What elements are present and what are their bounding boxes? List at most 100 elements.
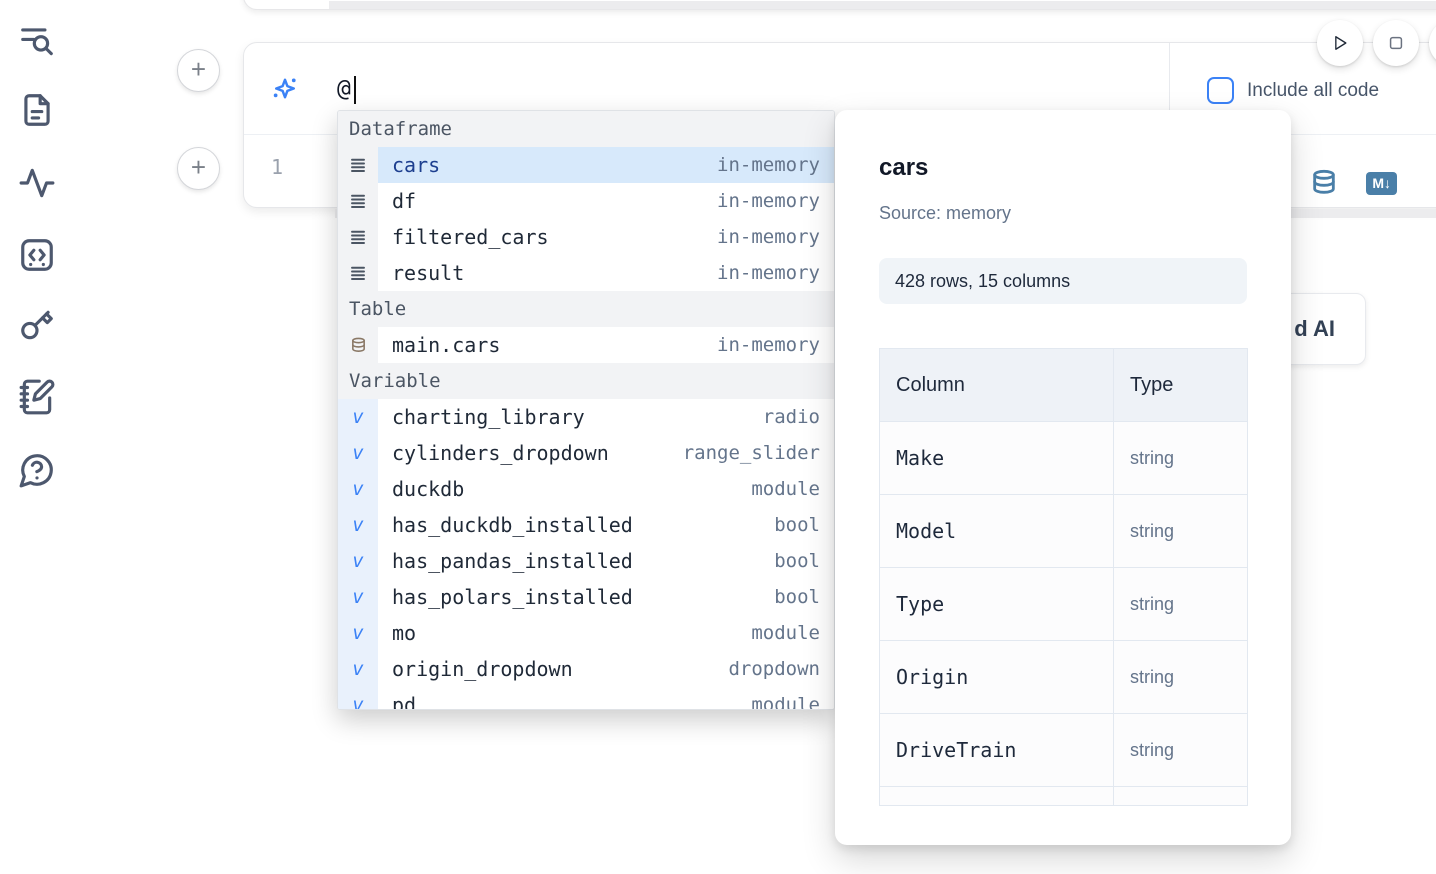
autocomplete-item[interactable]: result in-memory bbox=[338, 255, 834, 291]
preview-source: Source: memory bbox=[879, 203, 1012, 223]
variable-icon: v bbox=[338, 615, 378, 651]
file-icon[interactable] bbox=[18, 91, 56, 129]
variable-icon: v bbox=[338, 507, 378, 543]
stop-button[interactable] bbox=[1373, 20, 1419, 66]
column-type: string bbox=[1113, 494, 1248, 568]
item-name: origin_dropdown bbox=[392, 657, 573, 681]
item-name: filtered_cars bbox=[392, 225, 549, 249]
run-cell-button[interactable] bbox=[1317, 20, 1363, 66]
autocomplete-item-clipped[interactable]: v pd module bbox=[338, 687, 834, 710]
schema-row: Type string bbox=[879, 567, 1248, 641]
ai-sparkle-icon bbox=[270, 76, 300, 106]
rows-icon bbox=[338, 147, 378, 183]
column-name: DriveTrain bbox=[879, 713, 1114, 787]
item-name: has_duckdb_installed bbox=[392, 513, 633, 537]
autocomplete-item[interactable]: cars in-memory bbox=[338, 147, 834, 183]
secrets-key-icon[interactable] bbox=[18, 306, 56, 344]
include-all-code-checkbox[interactable] bbox=[1207, 77, 1234, 104]
item-type: module bbox=[751, 622, 820, 644]
autocomplete-item[interactable]: filtered_cars in-memory bbox=[338, 219, 834, 255]
column-name: Type bbox=[879, 567, 1114, 641]
item-type: bool bbox=[774, 550, 820, 572]
markdown-icon[interactable]: M↓ bbox=[1366, 171, 1397, 195]
autocomplete-item[interactable]: v has_pandas_installed bool bbox=[338, 543, 834, 579]
item-type: in-memory bbox=[717, 154, 820, 176]
column-type: string bbox=[1113, 713, 1248, 787]
item-name: cylinders_dropdown bbox=[392, 441, 609, 465]
item-type: dropdown bbox=[728, 658, 820, 680]
autocomplete-item[interactable]: v has_duckdb_installed bool bbox=[338, 507, 834, 543]
item-name: result bbox=[392, 261, 465, 285]
column-name: Make bbox=[879, 421, 1114, 495]
item-type: range_slider bbox=[682, 442, 820, 464]
autocomplete-item[interactable]: v charting_library radio bbox=[338, 399, 834, 435]
autocomplete-item[interactable]: v duckdb module bbox=[338, 471, 834, 507]
item-name: pd bbox=[392, 693, 417, 710]
previous-cell-bottom bbox=[243, 0, 1436, 10]
item-name: has_pandas_installed bbox=[392, 549, 633, 573]
previous-cell-console-strip bbox=[329, 1, 1436, 9]
item-name: has_polars_installed bbox=[392, 585, 633, 609]
scratchpad-icon[interactable] bbox=[18, 378, 56, 416]
database-icon[interactable] bbox=[1310, 169, 1338, 197]
text-caret bbox=[354, 76, 356, 104]
section-header-table: Table bbox=[338, 291, 834, 327]
item-type: module bbox=[751, 694, 820, 710]
schema-table: Column Type Make string Model string Typ… bbox=[879, 348, 1248, 806]
ai-prompt-input[interactable]: @ bbox=[337, 76, 351, 102]
column-name: Origin bbox=[879, 640, 1114, 714]
schema-row: Model string bbox=[879, 494, 1248, 568]
column-type: string bbox=[1113, 640, 1248, 714]
item-type: module bbox=[751, 478, 820, 500]
list-search-icon[interactable] bbox=[18, 22, 56, 60]
column-type: string bbox=[1113, 421, 1248, 495]
line-number: 1 bbox=[271, 155, 284, 179]
ai-card-label: d AI bbox=[1294, 316, 1335, 341]
item-name: main.cars bbox=[392, 333, 501, 357]
autocomplete-item[interactable]: df in-memory bbox=[338, 183, 834, 219]
variable-icon: v bbox=[338, 579, 378, 615]
autocomplete-item[interactable]: v cylinders_dropdown range_slider bbox=[338, 435, 834, 471]
autocomplete-item[interactable]: v origin_dropdown dropdown bbox=[338, 651, 834, 687]
autocomplete-item[interactable]: v has_polars_installed bool bbox=[338, 579, 834, 615]
variable-icon: v bbox=[338, 435, 378, 471]
type-header: Type bbox=[1113, 348, 1248, 422]
item-name: cars bbox=[392, 153, 441, 177]
item-name: mo bbox=[392, 621, 417, 645]
item-type: bool bbox=[774, 586, 820, 608]
variable-icon: v bbox=[338, 399, 378, 435]
helper-sidebar bbox=[0, 0, 74, 874]
item-type: radio bbox=[762, 406, 820, 428]
variable-icon: v bbox=[338, 687, 378, 709]
item-type: bool bbox=[774, 514, 820, 536]
column-type: string bbox=[1113, 567, 1248, 641]
variable-icon: v bbox=[338, 543, 378, 579]
play-icon bbox=[1335, 36, 1347, 50]
stop-icon bbox=[1389, 36, 1403, 50]
item-name: charting_library bbox=[392, 405, 585, 429]
item-name: duckdb bbox=[392, 477, 465, 501]
item-type: in-memory bbox=[717, 262, 820, 284]
activity-icon[interactable] bbox=[18, 164, 56, 202]
item-type: in-memory bbox=[717, 226, 820, 248]
variable-icon: v bbox=[338, 651, 378, 687]
help-icon[interactable] bbox=[18, 451, 56, 489]
extra-toolbar-button[interactable] bbox=[1429, 20, 1436, 66]
snippets-icon[interactable] bbox=[18, 236, 56, 274]
preview-title: cars bbox=[879, 154, 929, 181]
item-type: in-memory bbox=[717, 190, 820, 212]
rows-icon bbox=[338, 183, 378, 219]
schema-row: Origin string bbox=[879, 640, 1248, 714]
autocomplete-item[interactable]: v mo module bbox=[338, 615, 834, 651]
add-cell-above-button[interactable]: + bbox=[177, 49, 220, 92]
variable-icon: v bbox=[338, 471, 378, 507]
add-cell-below-button[interactable]: + bbox=[177, 147, 220, 190]
table-preview-panel: cars Source: memory 428 rows, 15 columns… bbox=[835, 110, 1291, 845]
item-name: df bbox=[392, 189, 417, 213]
column-header: Column bbox=[879, 348, 1114, 422]
section-header-variable: Variable bbox=[338, 363, 834, 399]
divider bbox=[1169, 43, 1170, 134]
schema-row: Make string bbox=[879, 421, 1248, 495]
